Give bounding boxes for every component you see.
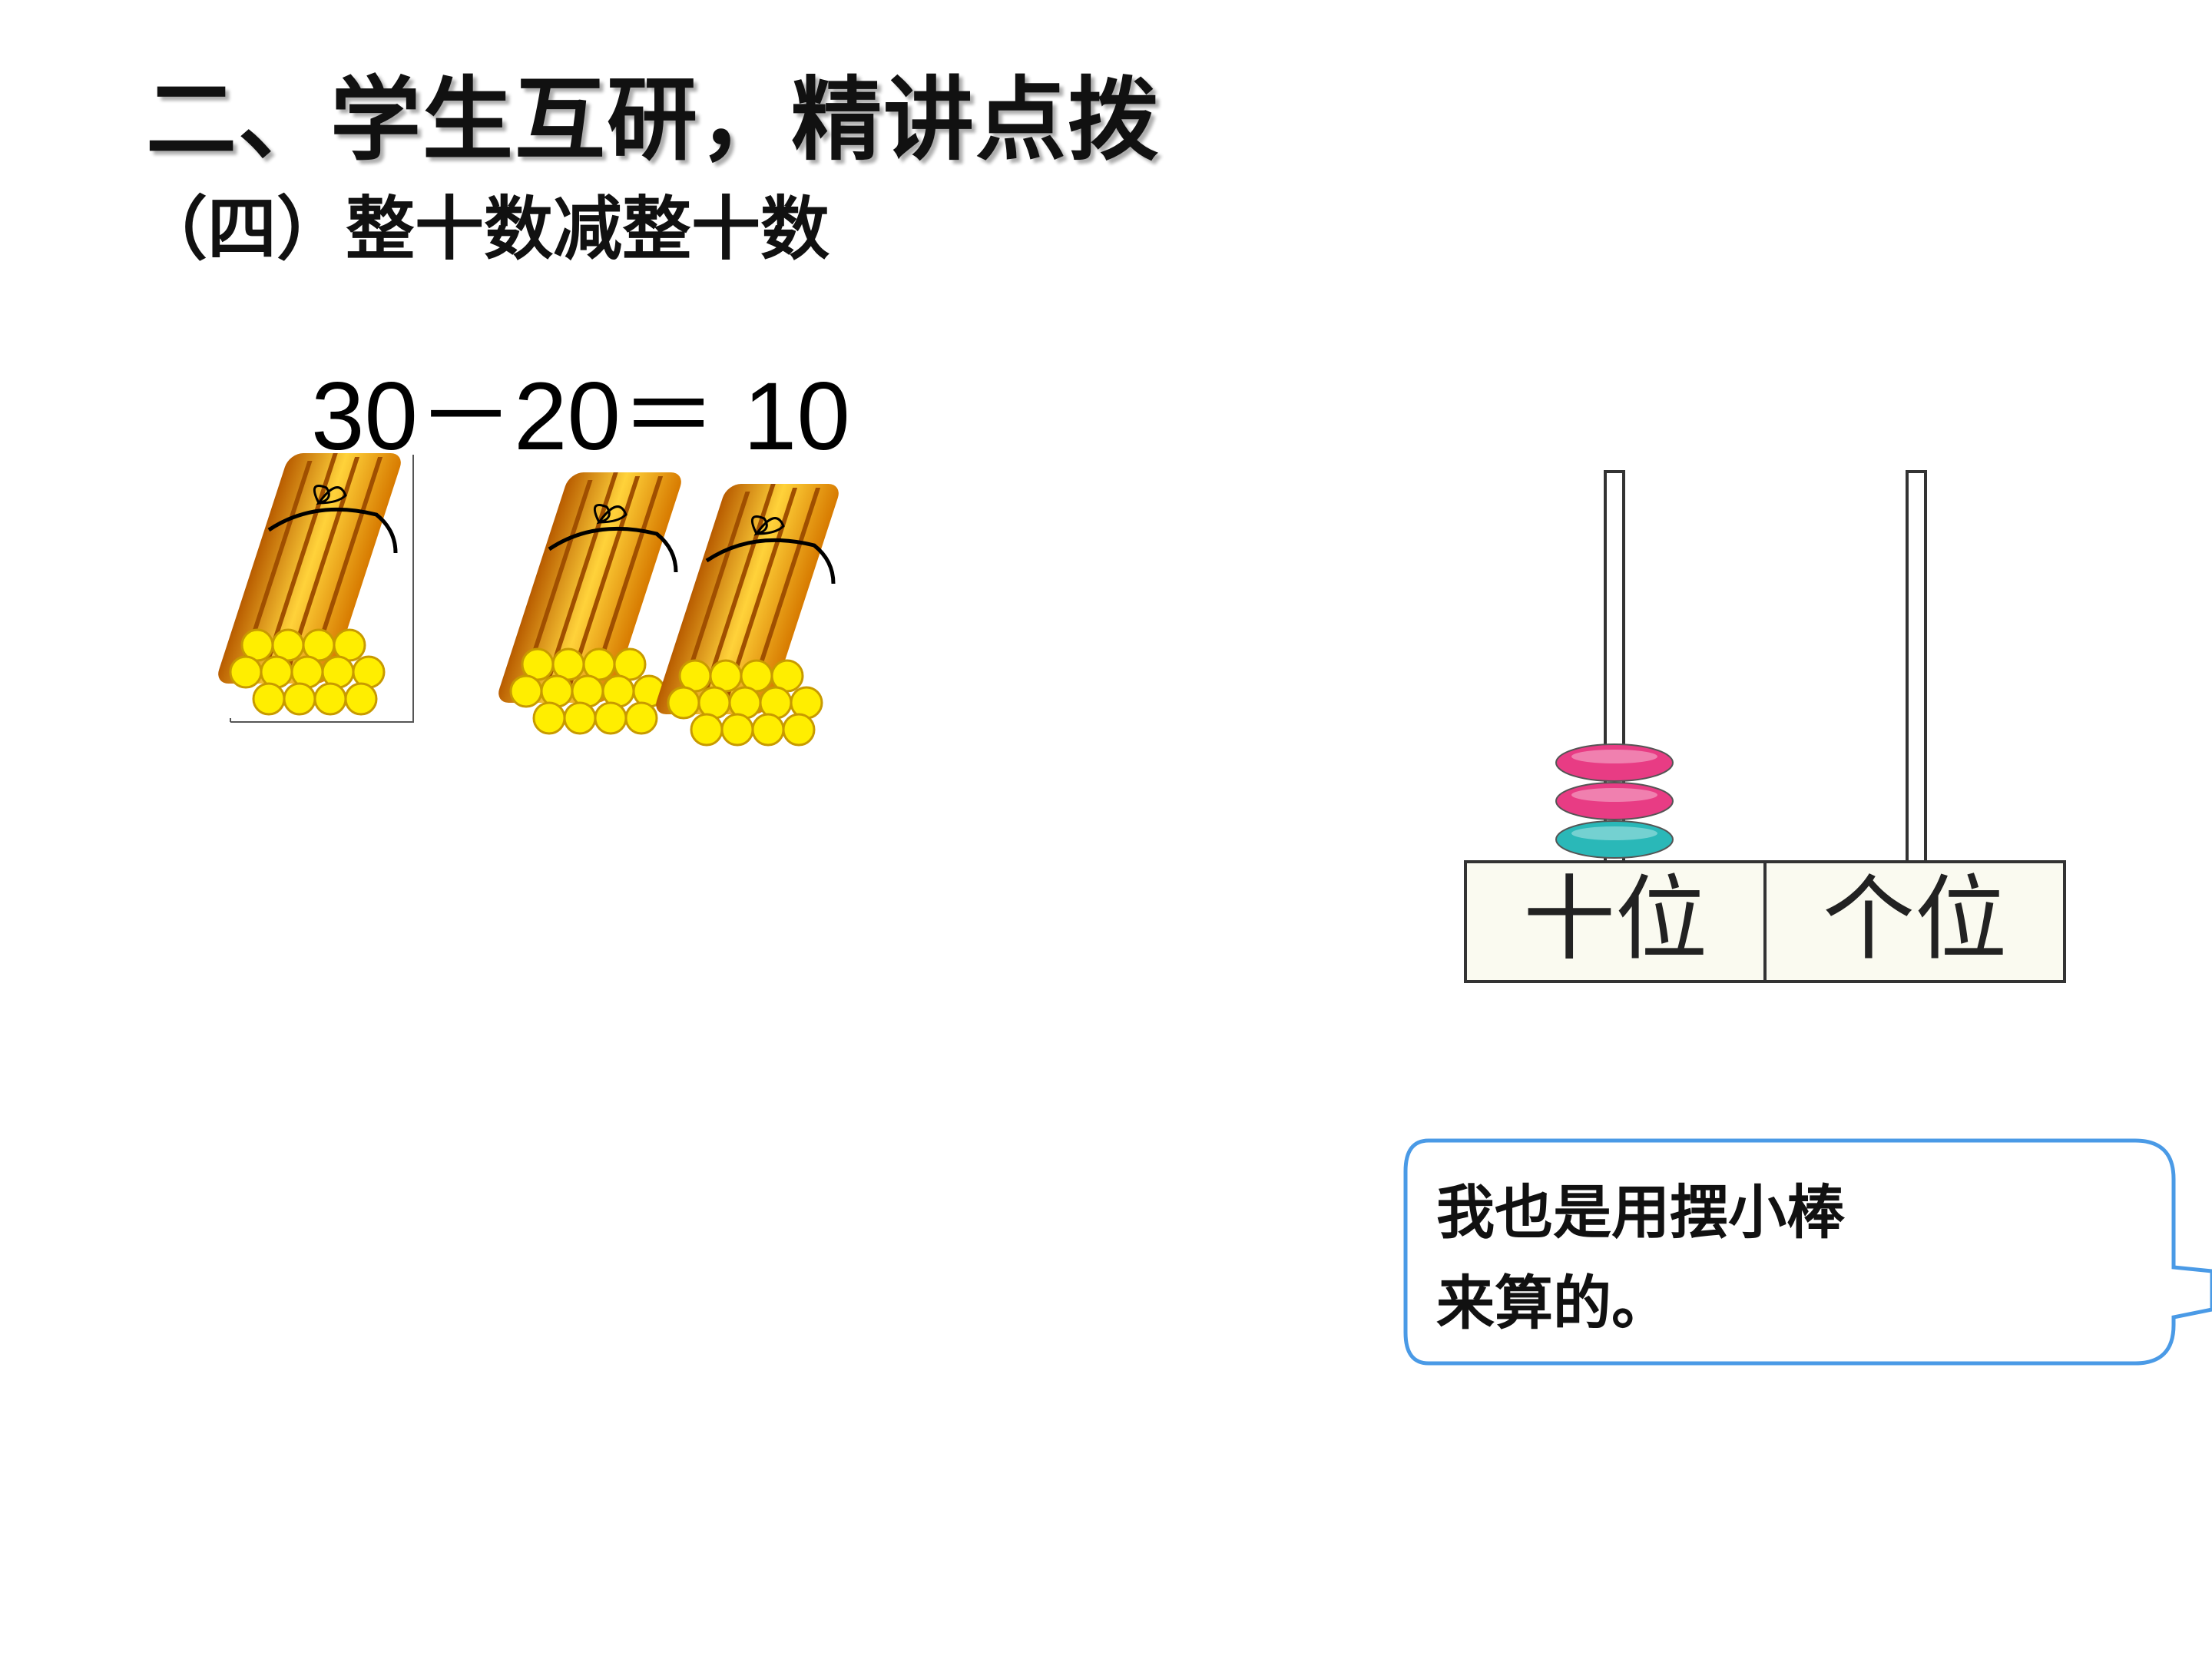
stick-bundle-2 [498,472,681,735]
stick-bundle-3 [656,484,839,747]
equation: 30－20＝ 10 [311,363,850,470]
slide-title: 二、学生互研，精讲点拨 [146,67,1161,173]
bubble-line-2: 来算的。 [1436,1269,1670,1337]
bubble-line-1: 我也是用摆小棒 [1436,1178,1845,1247]
tens-label: 十位 [1523,866,1707,973]
stick-bundle-1 [218,453,414,723]
bead-highlight [1571,826,1657,840]
bubble-text: 我也是用摆小棒 来算的。 [1436,1167,1845,1349]
bead [1555,743,1674,782]
bead [1555,782,1674,820]
speech-bubble [1403,1138,2212,1366]
tens-beads [1555,743,1674,859]
slide-subtitle: （四）整十数减整十数 [138,189,830,270]
ones-place-box [1763,860,2066,983]
tens-place-box [1464,860,1767,983]
ones-label: 个位 [1823,866,2007,973]
abacus: 十位 个位 [1464,470,2066,983]
bead-highlight [1571,788,1657,802]
bead [1555,820,1674,859]
stick-bundles [218,453,839,747]
ones-rod [1906,470,1927,865]
bead-highlight [1571,750,1657,763]
